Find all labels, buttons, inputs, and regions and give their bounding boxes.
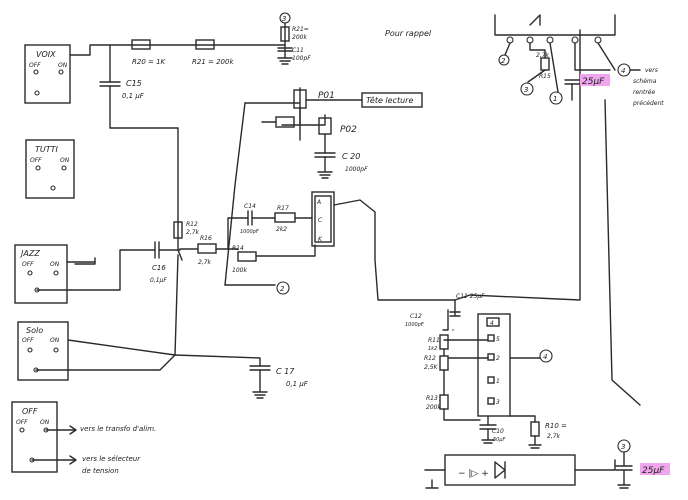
p02-label: P02 [340, 125, 357, 135]
switch-voix-off: OFF [29, 62, 41, 69]
note-vers-selecteur-2: de tension [82, 467, 119, 475]
c14-val: 1000pF [240, 229, 259, 235]
c11-label: C11 [292, 47, 304, 54]
switch-jazz-off: OFF [22, 261, 34, 268]
r11-label: R11 [428, 337, 440, 344]
r21b-label: R21= [292, 26, 309, 33]
r17-label: R17 [277, 205, 289, 212]
node-3-bottom: 3 [621, 443, 625, 451]
r13-val: 200k [426, 404, 441, 411]
r13-label: R13 [426, 395, 438, 402]
ic-pin-c: C [318, 217, 323, 224]
p01-label: P01 [318, 91, 335, 101]
node-3-top: 3 [282, 15, 286, 23]
switch-off-off: OFF [16, 419, 28, 426]
switch-off-on: ON [40, 419, 50, 426]
r21b-val: 200k [292, 34, 307, 41]
c12-label: C12 [410, 313, 422, 320]
note-vers-transfo: vers le transfo d'alim. [80, 425, 156, 433]
c11b-label: C11 25µF [456, 293, 485, 300]
ic-main-pin-2: 2 [496, 355, 500, 362]
ic-pin-k: K [318, 236, 323, 243]
switch-voix: VOIX OFF ON [24, 44, 71, 104]
r10-label: R10 = [545, 422, 567, 430]
r14-val: 100k [232, 267, 247, 274]
c14-label: C14 [244, 203, 256, 210]
r12-val: 2,7k [186, 229, 200, 236]
ic-main-pin-3: 3 [496, 399, 500, 406]
switch-solo-off: OFF [22, 337, 34, 344]
r12b-label: R12 [424, 355, 436, 362]
cap-25uf-label: 25µF [582, 77, 605, 87]
switch-solo-on: ON [50, 337, 60, 344]
ic-main-pin-1: 1 [496, 378, 500, 385]
tete-lecture-box [361, 92, 423, 108]
switch-tutti-off: OFF [30, 157, 42, 164]
node-4-right: 4 [621, 67, 625, 75]
note-vers-4: précédent [632, 100, 664, 107]
switch-solo-title: Solo [26, 326, 43, 335]
switch-jazz-on: ON [50, 261, 60, 268]
node-2-mid: 2 [280, 285, 285, 293]
c15-val: 0,1 µF [122, 92, 145, 100]
ic-main [477, 313, 511, 417]
c10-label: C10 [492, 428, 504, 435]
ic-optocoupler [311, 191, 335, 247]
tete-lecture-label: Tête lecture [366, 95, 413, 105]
c11-val: 100pF [292, 55, 311, 62]
ic-pin-a: A [316, 199, 321, 206]
cap-25uf-bottom-label: 25µF [642, 466, 665, 476]
r15-top-val: 2,7k [536, 52, 550, 59]
battery-symbol: − |▷ + [458, 469, 489, 479]
switch-jazz-title: JAZZ [19, 249, 40, 258]
switch-tutti-title: TUTTI [35, 145, 59, 154]
r12b-val: 2,5K [424, 364, 439, 371]
c20-val: 1000pF [345, 166, 368, 173]
r16-label: R16 [200, 235, 212, 242]
c12-val: 1000pF [405, 322, 424, 328]
r10-val: 2,7k [547, 433, 561, 440]
r15-label: R15 [539, 73, 551, 80]
switch-tutti-on: ON [60, 157, 70, 164]
r21-label: R21 = 200k [192, 58, 234, 66]
c17-label: C 17 [276, 367, 295, 376]
r20-label: R20 = 1K [132, 58, 167, 66]
c16-val: 0,1µF [150, 277, 167, 284]
top-note: Pour rappel [385, 29, 432, 38]
note-vers-selecteur-1: vers le sélecteur [82, 455, 141, 463]
node-4-ic: 4 [543, 353, 547, 361]
node-2-top: 2 [501, 57, 506, 65]
cap-25uf-highlight [580, 74, 610, 86]
cap-25uf-bottom-highlight [640, 463, 670, 475]
r17-val: 2k2 [276, 226, 287, 233]
c15-label: C15 [126, 79, 142, 88]
r16-val: 2,7k [198, 259, 212, 266]
c17-val: 0,1 µF [286, 380, 309, 388]
r11-val: 1k2 [428, 346, 437, 352]
note-vers-3: rentrée [633, 89, 655, 96]
note-vers-2: schéma [633, 78, 657, 85]
switch-off-title: OFF [22, 407, 38, 416]
switch-off: OFF OFF ON [11, 401, 58, 473]
switch-tutti: TUTTI OFF ON [25, 139, 75, 199]
switch-voix-on: ON [58, 62, 68, 69]
note-vers-1: vers [645, 67, 658, 74]
switch-voix-title: VOIX [36, 50, 56, 59]
ic-main-pin-5: 5 [496, 336, 500, 343]
r14-label: R14 [232, 245, 244, 252]
node-3-right: 3 [524, 86, 528, 94]
switch-jazz: JAZZ OFF ON [14, 244, 68, 304]
ic-main-pin-4: 4 [490, 320, 494, 327]
node-1-right: 1 [553, 95, 557, 103]
c20-label: C 20 [342, 152, 360, 161]
c16-label: C16 [152, 264, 166, 272]
switch-solo: Solo OFF ON [17, 321, 69, 381]
r12-label: R12 [186, 221, 198, 228]
c10-val: 50µF [493, 437, 506, 443]
